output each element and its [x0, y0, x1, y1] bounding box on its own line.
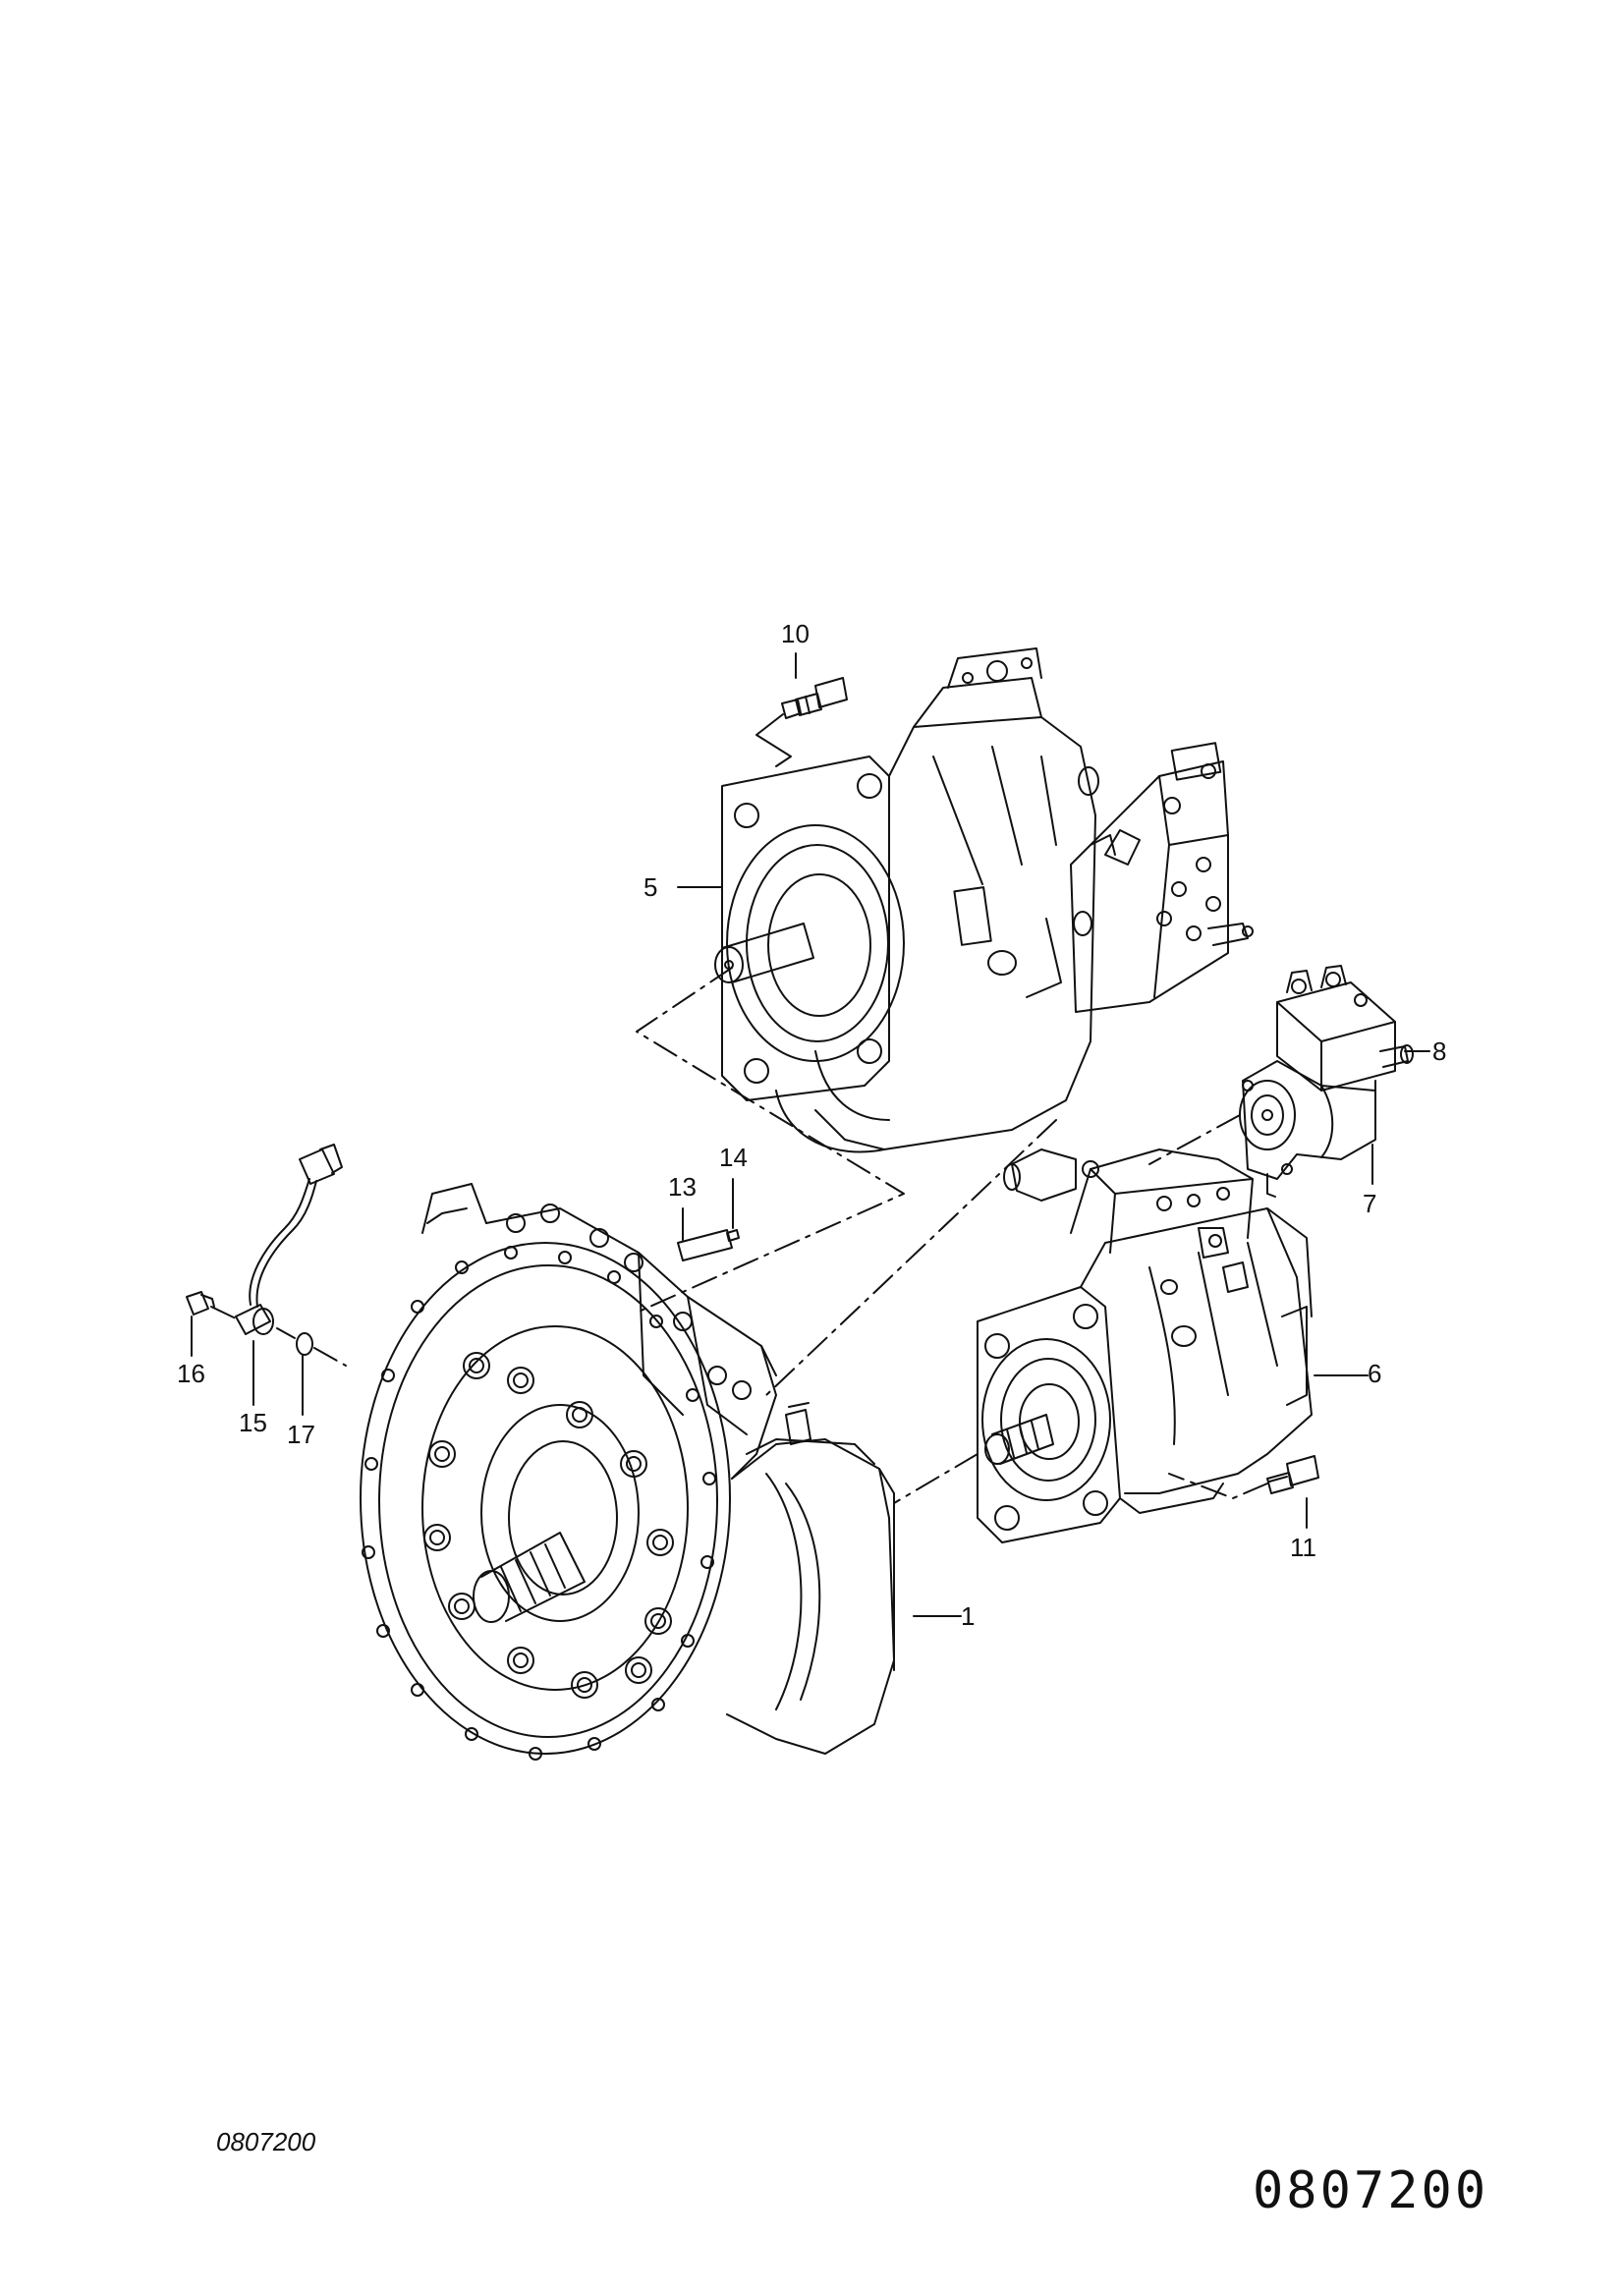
assembly-alignment-lines — [211, 968, 1267, 1503]
callout-16: 16 — [177, 1359, 205, 1388]
regulator-valve-block — [1071, 743, 1253, 1012]
callout-17: 17 — [287, 1420, 315, 1449]
callout-6: 6 — [1368, 1359, 1382, 1388]
callout-14: 14 — [719, 1143, 748, 1172]
oring-part-17 — [297, 1333, 312, 1355]
bolt-part-10 — [756, 678, 847, 766]
plate-part-13 — [678, 1230, 732, 1260]
callout-8: 8 — [1432, 1036, 1447, 1066]
figure-code-large: 0807200 — [1253, 2161, 1489, 2220]
sensor-part-15 — [236, 1145, 342, 1334]
screw-part-14 — [727, 1230, 739, 1241]
figure-code-italic: 0807200 — [216, 2127, 316, 2156]
callout-10: 10 — [781, 619, 810, 648]
valve-block-part-8 — [1277, 966, 1413, 1091]
callout-13: 13 — [668, 1172, 697, 1202]
callout-7: 7 — [1363, 1189, 1377, 1218]
callout-11: 11 — [1290, 1533, 1316, 1562]
bolt-part-11 — [1267, 1456, 1318, 1493]
callout-5: 5 — [643, 872, 658, 902]
main-pump-part-1 — [361, 1184, 894, 1760]
front-pump-part-6 — [978, 1149, 1312, 1542]
plug-part-16 — [187, 1292, 214, 1315]
callout-15: 15 — [239, 1408, 267, 1437]
callout-1: 1 — [961, 1601, 976, 1631]
upper-pump-part-5 — [715, 648, 1098, 1152]
callout-leaders — [192, 653, 1429, 1616]
